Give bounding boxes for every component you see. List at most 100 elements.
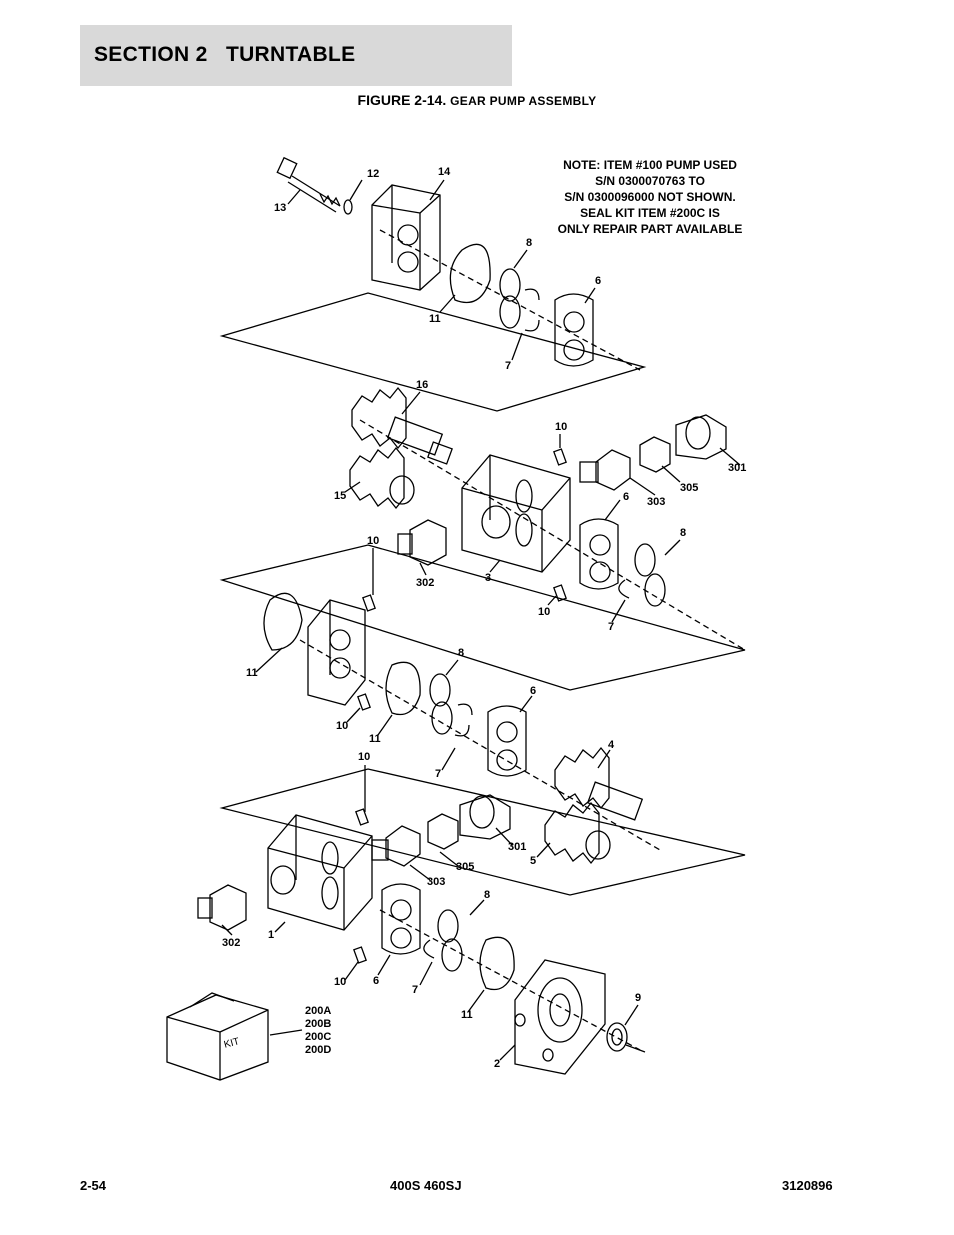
seal-11-mid [385, 661, 421, 716]
bushing-6-lower [487, 705, 527, 777]
callout-label: 6 [373, 975, 380, 987]
dowel-10-b [553, 584, 567, 602]
section-banner: SECTION 2 TURNTABLE [80, 25, 512, 86]
callout-label: 305 [456, 861, 475, 873]
callout-label: 8 [458, 647, 465, 659]
ring-8-bottom [437, 909, 459, 943]
fitting-305-lower [427, 813, 459, 850]
callout-label: 10 [367, 535, 380, 547]
idler-gear-15 [349, 446, 415, 510]
kit-item: 200A [305, 1005, 332, 1017]
drive-gear-16 [351, 386, 453, 465]
pump-body-1 [267, 814, 373, 931]
note-line: ONLY REPAIR PART AVAILABLE [557, 222, 743, 236]
dowel-10-c [362, 594, 376, 612]
callout-label: 302 [222, 937, 241, 949]
section-title: SECTION 2 TURNTABLE [94, 43, 356, 66]
callout-label: 10 [555, 421, 568, 433]
reference-plane-1 [219, 292, 647, 412]
bushing-6-top [554, 293, 594, 367]
drive-gear-4 [554, 746, 644, 821]
callout-label: 7 [608, 621, 615, 633]
kit-item: 200C [305, 1031, 332, 1043]
parts-note: NOTE: ITEM #100 PUMP USED S/N 0300070763… [520, 157, 780, 237]
ring-7-bottom [423, 939, 435, 959]
idler-gear-5 [544, 801, 611, 865]
callout-label: 7 [435, 768, 442, 780]
callout-label: 303 [647, 496, 666, 508]
callout-label: 302 [416, 577, 435, 589]
pump-body-3 [461, 454, 571, 573]
callout-label: 4 [608, 739, 615, 751]
washer-12 [343, 199, 353, 215]
ring-7-top [524, 288, 540, 332]
callout-label: 10 [538, 606, 551, 618]
kit-box-drawing [166, 992, 269, 1081]
kit-item-list: 200A 200B 200C 200D [305, 1005, 331, 1057]
callout-label: 5 [530, 855, 537, 867]
callout-label: 2 [494, 1058, 501, 1070]
figure-title: GEAR PUMP ASSEMBLY [450, 94, 597, 108]
callout-label: 8 [680, 527, 687, 539]
callout-label: 8 [526, 237, 533, 249]
callout-label: 305 [680, 482, 699, 494]
ring-8-top [499, 268, 521, 302]
figure-caption: FIGURE 2-14. GEAR PUMP ASSEMBLY [0, 92, 954, 108]
fitting-303-lower [371, 825, 421, 867]
callout-label: 1 [268, 929, 275, 941]
callout-label: 11 [369, 733, 381, 745]
ring-7-lower [454, 703, 473, 737]
bushing-6-mid [579, 518, 619, 590]
fitting-302-top [397, 519, 447, 566]
document-number: 3120896 [782, 1178, 833, 1193]
note-line: SEAL KIT ITEM #200C IS [580, 206, 720, 220]
dowel-10-a [553, 448, 567, 466]
shaft-seal-9 [606, 1022, 628, 1052]
fitting-302-lower [197, 884, 247, 931]
note-line: NOTE: ITEM #100 PUMP USED [563, 158, 737, 172]
callout-label: 10 [358, 751, 371, 763]
model-name: 400S 460SJ [390, 1178, 462, 1193]
dowel-10-e [355, 808, 369, 826]
ring-8-lower [429, 673, 451, 707]
callout-label: 10 [336, 720, 349, 732]
callout-label: 10 [334, 976, 347, 988]
callout-label: 14 [438, 166, 451, 178]
callout-label: 6 [623, 491, 630, 503]
note-line: S/N 0300070763 TO [595, 174, 705, 188]
dowel-10-d [357, 693, 371, 711]
wear-plate [307, 599, 366, 706]
page-number: 2-54 [80, 1178, 107, 1193]
cover-plate-14 [371, 184, 441, 291]
seal-11-left [263, 592, 303, 651]
bolt-13 [276, 156, 341, 213]
bushing-6-bottom [381, 883, 421, 955]
fitting-301-lower [459, 794, 511, 840]
callout-label: 8 [484, 889, 491, 901]
dowel-10-f [353, 946, 367, 964]
callout-label: 13 [274, 202, 287, 214]
callout-label: 301 [508, 841, 527, 853]
callout-label: 3 [485, 572, 492, 584]
seal-11-bottom [479, 936, 515, 991]
callout-label: 301 [728, 462, 747, 474]
end-cover-2 [514, 959, 606, 1075]
fitting-303-top [579, 449, 631, 491]
reference-plane-3 [219, 768, 746, 896]
ring-7-mid [618, 579, 630, 599]
reference-plane-2 [219, 544, 746, 691]
callout-label: 6 [530, 685, 537, 697]
kit-item: 200D [305, 1044, 332, 1056]
callout-label: 303 [427, 876, 446, 888]
callout-label: 11 [429, 313, 441, 325]
note-line: S/N 0300096000 NOT SHOWN. [564, 190, 736, 204]
figure-number: FIGURE 2-14. [357, 92, 447, 108]
fitting-305-top [639, 436, 671, 473]
callout-label: 6 [595, 275, 602, 287]
callout-label: 16 [416, 379, 429, 391]
fitting-301-top [675, 414, 727, 460]
callout-label: 9 [635, 992, 642, 1004]
ring-8-mid [634, 543, 656, 577]
callout-label: 11 [461, 1009, 473, 1021]
callout-label: 11 [246, 667, 258, 679]
